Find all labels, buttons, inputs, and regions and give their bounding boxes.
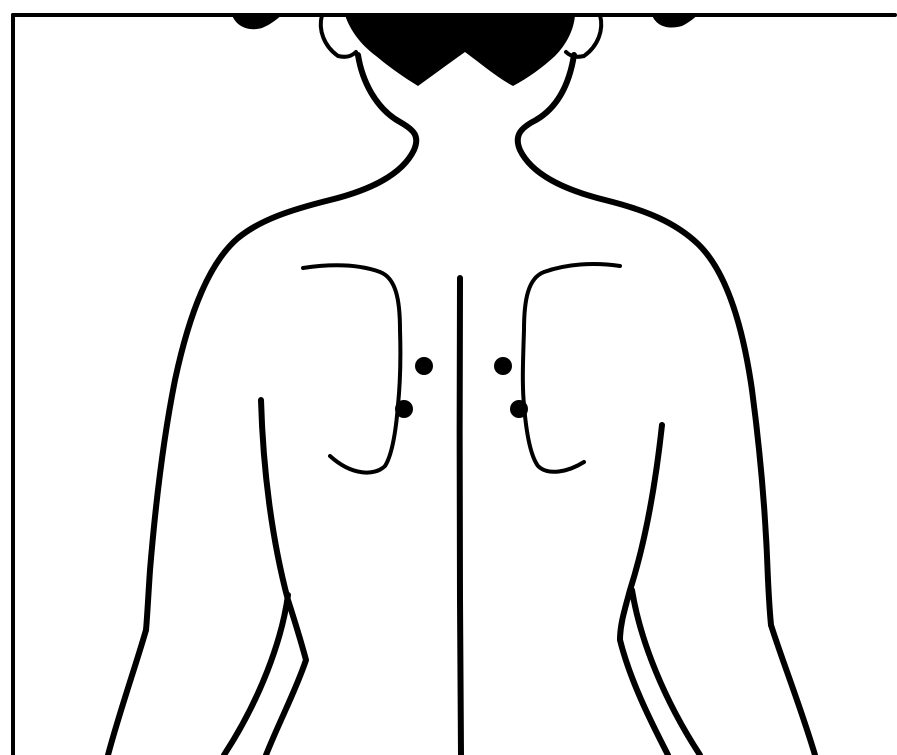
right-lower-acupoint-icon [510,400,528,418]
spine-line [460,278,461,755]
left-upper-acupoint-icon [415,357,433,375]
left-lower-acupoint-icon [395,400,413,418]
right-upper-acupoint-icon [494,357,512,375]
